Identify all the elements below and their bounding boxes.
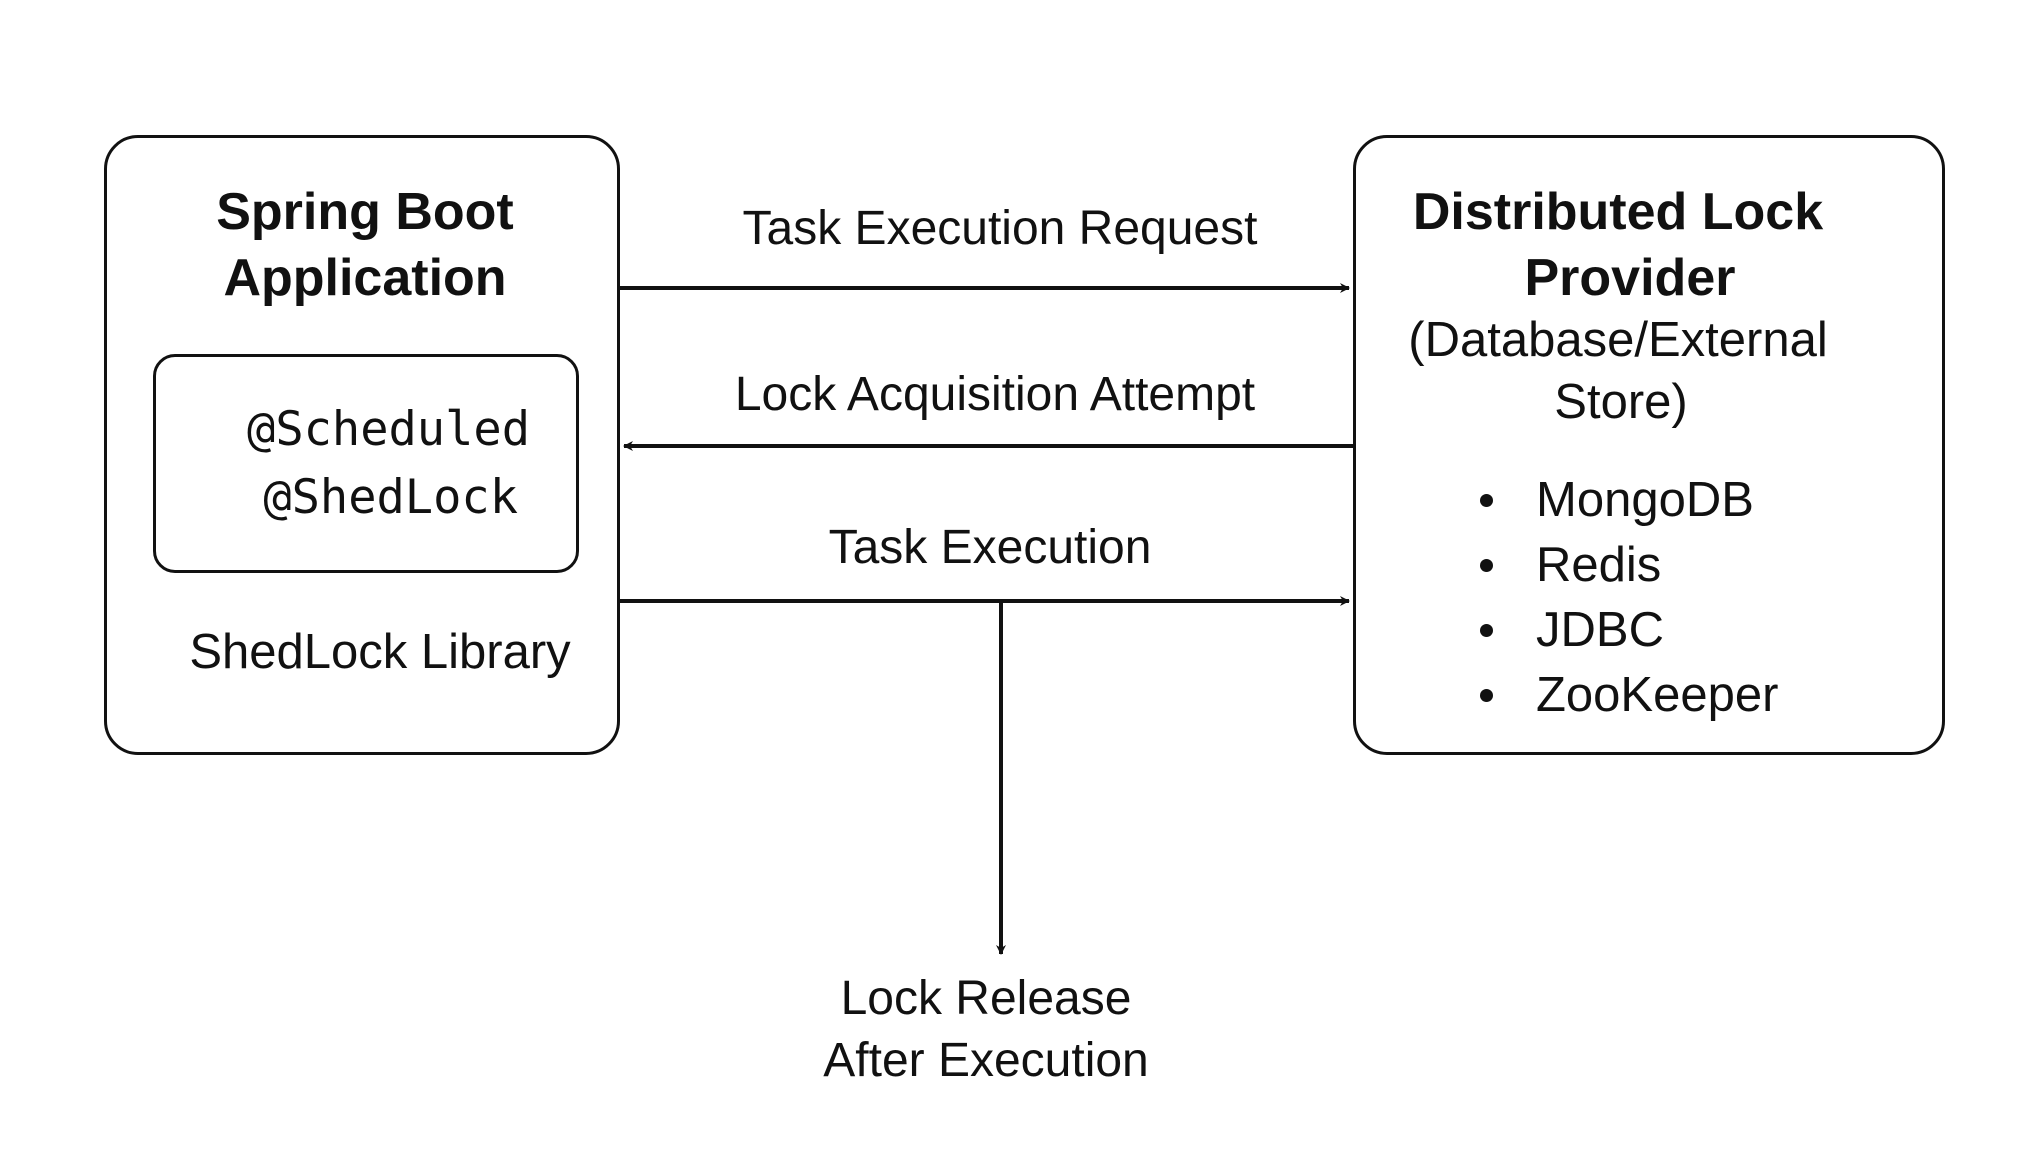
lock-release-line1: Lock Release [840,972,1132,1025]
spring-boot-title-line2: Application [223,249,507,307]
distributed-lock-provider-box [1353,135,1945,755]
bullet-icon [1480,494,1493,507]
spring-boot-title-line1: Spring Boot [216,183,514,241]
backend-label: ZooKeeper [1536,668,1779,722]
backend-label: Redis [1536,538,1662,592]
lock-provider-subtitle-line1: (Database/External [1408,313,1828,367]
task-execution-request-label: Task Execution Request [742,202,1258,255]
bullet-icon [1480,559,1493,572]
shedlock-annotation: @ShedLock [263,470,518,525]
bullet-icon [1480,624,1493,637]
lock-backend-list: MongoDB Redis JDBC ZooKeeper [1480,468,1778,728]
backend-zookeeper: ZooKeeper [1480,663,1778,728]
backend-redis: Redis [1480,533,1778,598]
backend-jdbc: JDBC [1480,598,1778,663]
lock-acquisition-attempt-label: Lock Acquisition Attempt [734,368,1256,421]
backend-label: MongoDB [1536,473,1754,527]
backend-mongodb: MongoDB [1480,468,1778,533]
bullet-icon [1480,689,1493,702]
lock-provider-title-line1: Distributed Lock [1412,183,1824,241]
task-execution-label: Task Execution [828,521,1152,574]
shedlock-library-label: ShedLock Library [189,625,571,679]
lock-release-line2: After Execution [823,1034,1149,1087]
annotations-box [153,354,579,573]
backend-label: JDBC [1536,603,1664,657]
lock-provider-subtitle-line2: Store) [1554,375,1688,429]
lock-provider-title-line2: Provider [1524,249,1736,307]
scheduled-annotation: @Scheduled [247,402,530,457]
